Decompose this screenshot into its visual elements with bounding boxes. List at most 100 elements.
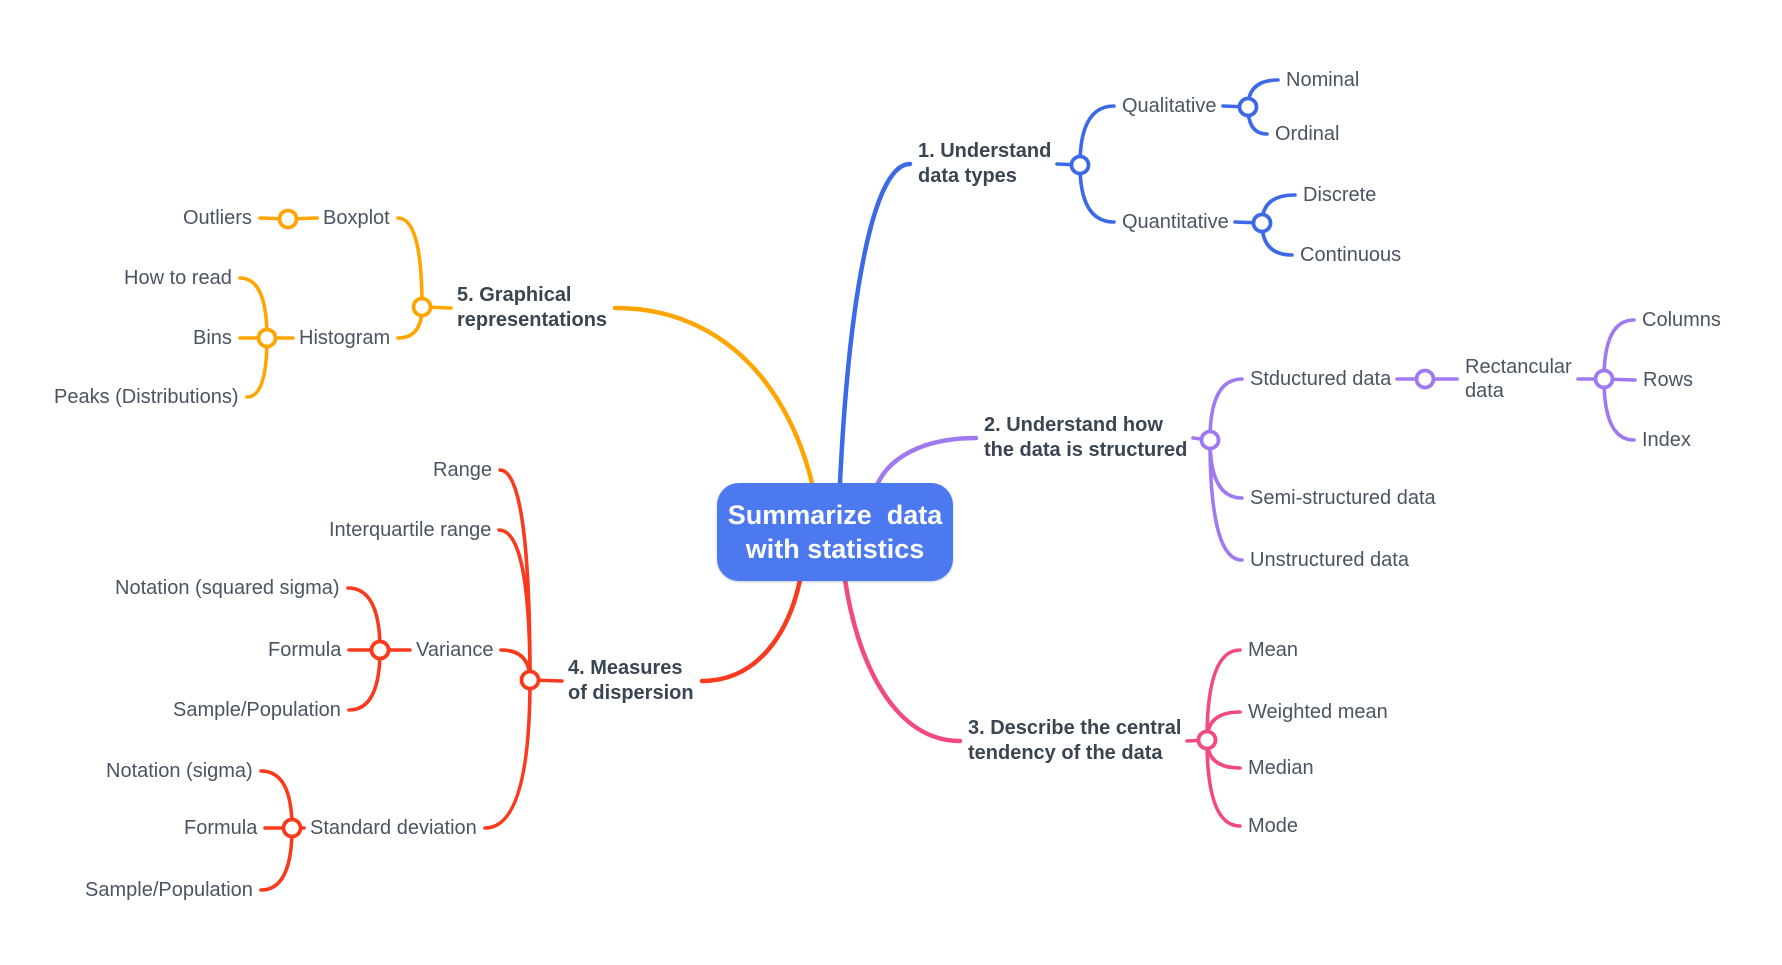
node-label-measures-of-dispersion[interactable]: 4. Measures of dispersion <box>568 656 694 706</box>
node-label-mode[interactable]: Mode <box>1248 814 1298 838</box>
junction-port <box>256 327 278 349</box>
node-label-boxplot[interactable]: Boxplot <box>323 206 390 230</box>
junction-port <box>1593 368 1615 390</box>
node-label-quantitative[interactable]: Quantitative <box>1122 210 1229 234</box>
node-label-index[interactable]: Index <box>1642 428 1691 452</box>
junction-port <box>411 296 433 318</box>
branch-curve <box>612 305 815 486</box>
node-label-line: 2. Understand how <box>984 414 1163 436</box>
node-label-line: Nominal <box>1286 69 1360 91</box>
node-label-histogram[interactable]: Histogram <box>299 326 390 350</box>
node-label-continuous[interactable]: Continuous <box>1300 243 1401 267</box>
node-label-line: Discrete <box>1303 184 1377 206</box>
branch-curve <box>875 435 979 486</box>
branch-child-curve <box>497 528 532 682</box>
node-label-sd-formula[interactable]: Formula <box>184 816 257 840</box>
node-label-line: Histogram <box>299 327 391 349</box>
node-label-variance[interactable]: Variance <box>416 638 493 662</box>
node-label-line: Columns <box>1642 309 1721 331</box>
node-label-line: Formula <box>268 639 342 661</box>
branch-child-curve <box>1208 377 1244 442</box>
center-topic-line: with statistics <box>745 534 925 564</box>
node-label-line: Notation (squared sigma) <box>115 577 340 599</box>
node-label-structured-data[interactable]: Stductured data <box>1250 367 1391 391</box>
node-label-line: Notation (sigma) <box>106 760 253 782</box>
node-label-line: Sample/Population <box>173 699 341 721</box>
branch-child-curve <box>238 276 269 340</box>
node-label-line: Formula <box>184 817 258 839</box>
node-label-discrete[interactable]: Discrete <box>1303 183 1376 207</box>
node-label-range[interactable]: Range <box>433 458 492 482</box>
node-label-line: Weighted mean <box>1248 701 1388 723</box>
node-label-interquartile-range[interactable]: Interquartile range <box>329 518 491 542</box>
node-label-line: Standard deviation <box>310 817 477 839</box>
node-label-line: data types <box>918 165 1017 187</box>
node-label-line: Semi-structured data <box>1250 487 1436 509</box>
branch-child-curve <box>1205 648 1242 742</box>
branch-curve <box>837 161 913 486</box>
node-label-line: representations <box>457 309 608 331</box>
node-label-bins[interactable]: Bins <box>193 326 232 350</box>
junction-port <box>369 639 391 661</box>
center-topic[interactable]: Summarize data with statistics <box>717 483 953 581</box>
junction-port <box>1199 429 1221 451</box>
branch-child-curve <box>346 586 382 652</box>
junction-port <box>519 669 541 691</box>
junction-port <box>1414 368 1436 390</box>
node-label-line: 4. Measures <box>568 657 683 679</box>
node-label-nominal[interactable]: Nominal <box>1286 68 1359 92</box>
node-label-variance-sample-population[interactable]: Sample/Population <box>173 698 341 722</box>
node-label-line: Quantitative <box>1122 211 1229 233</box>
node-label-line: Boxplot <box>323 207 390 229</box>
node-label-line: Rectancular <box>1465 356 1572 378</box>
node-label-line: Variance <box>416 639 494 661</box>
node-label-line: Unstructured data <box>1250 549 1409 571</box>
branch-child-curve <box>396 216 424 309</box>
node-label-sd-sample-population[interactable]: Sample/Population <box>85 878 253 902</box>
node-label-ordinal[interactable]: Ordinal <box>1275 122 1339 146</box>
branch-child-curve <box>1208 438 1244 562</box>
junction-port <box>1251 212 1273 234</box>
node-label-peaks-distributions[interactable]: Peaks (Distributions) <box>54 385 239 409</box>
node-label-sd-notation-sigma[interactable]: Notation (sigma) <box>106 759 253 783</box>
node-label-semi-structured-data[interactable]: Semi-structured data <box>1250 486 1436 510</box>
node-label-weighted-mean[interactable]: Weighted mean <box>1248 700 1388 724</box>
junction-port <box>281 817 303 839</box>
node-label-line: Outliers <box>183 207 252 229</box>
branch-curve <box>699 577 803 684</box>
node-label-line: tendency of the data <box>968 742 1163 764</box>
node-label-standard-deviation[interactable]: Standard deviation <box>310 816 477 840</box>
node-label-line: Mean <box>1248 639 1299 661</box>
junction-port <box>1196 729 1218 751</box>
branch-child-curve <box>1602 318 1636 381</box>
branch-child-curve <box>1078 104 1116 167</box>
branch-child-curve <box>1205 738 1242 828</box>
node-label-line: Peaks (Distributions) <box>54 386 239 408</box>
node-label-median[interactable]: Median <box>1248 756 1314 780</box>
node-label-line: How to read <box>124 267 232 289</box>
node-label-columns[interactable]: Columns <box>1642 308 1721 332</box>
node-label-unstructured-data[interactable]: Unstructured data <box>1250 548 1409 572</box>
node-label-outliers[interactable]: Outliers <box>183 206 252 230</box>
node-label-variance-formula[interactable]: Formula <box>268 638 341 662</box>
node-label-line: Ordinal <box>1275 123 1340 145</box>
node-label-line: Rows <box>1643 369 1694 391</box>
node-label-line: Mode <box>1248 815 1299 837</box>
node-label-rows[interactable]: Rows <box>1643 368 1693 392</box>
node-label-line: of dispersion <box>568 682 694 704</box>
branch-child-curve <box>259 826 294 892</box>
node-label-variance-notation-squared-sigma[interactable]: Notation (squared sigma) <box>115 576 340 600</box>
branch-child-curve <box>347 648 382 712</box>
node-label-qualitative[interactable]: Qualitative <box>1122 94 1217 118</box>
junction-port <box>277 208 299 230</box>
node-label-mean[interactable]: Mean <box>1248 638 1298 662</box>
node-label-how-to-read[interactable]: How to read <box>124 266 232 290</box>
node-label-line: Sample/Population <box>85 879 253 901</box>
center-topic-line: Summarize data <box>727 500 943 530</box>
